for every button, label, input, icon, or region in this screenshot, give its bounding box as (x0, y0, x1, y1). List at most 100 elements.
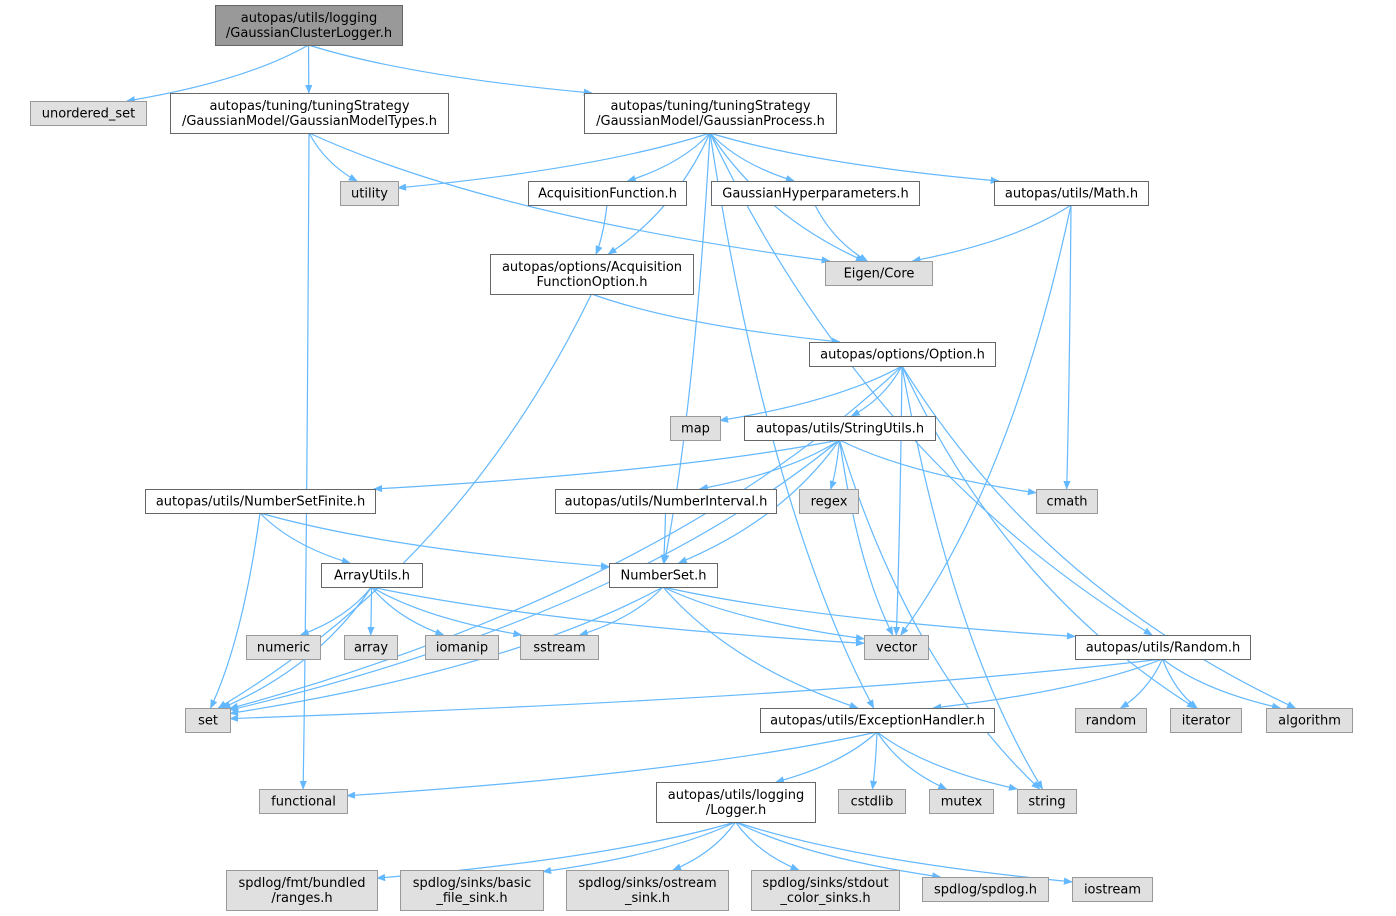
edge-strutils-to-cmath (839, 439, 1037, 496)
edge-numberset-to-exc (662, 586, 859, 709)
edge-numberset-to-vector (662, 586, 865, 642)
node-acqf[interactable]: AcquisitionFunction.h (528, 181, 687, 206)
node-label: autopas/options/Option.h (820, 348, 985, 363)
edge-gp-to-ghp (709, 132, 795, 183)
edge-numberset-to-random_h (662, 586, 1076, 640)
edge-gp-to-utility (397, 132, 711, 191)
edge-exc-to-logger (775, 731, 878, 784)
node-unordered_set: unordered_set (30, 101, 147, 126)
edge-logger-to-iostream (735, 821, 1073, 885)
node-set: set (185, 708, 231, 733)
node-cstdlib: cstdlib (838, 789, 906, 814)
node-label: sstream (533, 641, 585, 656)
node-label: autopas/utils/logging (241, 11, 378, 26)
edge-option-to-vector (892, 365, 903, 636)
node-label: array (354, 641, 388, 656)
edge-logger-to-ostreamsink (672, 821, 736, 871)
edge-option-to-map (719, 365, 903, 423)
node-arrutils[interactable]: ArrayUtils.h (321, 563, 423, 588)
node-exc[interactable]: autopas/utils/ExceptionHandler.h (760, 708, 995, 733)
node-box (929, 789, 994, 814)
nodes-layer: autopas/utils/logging/GaussianClusterLog… (30, 5, 1353, 911)
node-box (609, 563, 718, 588)
node-box (864, 635, 929, 660)
node-label: ArrayUtils.h (334, 569, 410, 584)
node-label: iterator (1182, 714, 1231, 729)
node-box (555, 489, 777, 514)
node-label: autopas/tuning/tuningStrategy (209, 99, 409, 114)
node-label: vector (876, 641, 918, 656)
node-box (1075, 635, 1251, 660)
node-box (751, 870, 900, 911)
node-gmt[interactable]: autopas/tuning/tuningStrategy/GaussianMo… (170, 93, 449, 134)
node-gp[interactable]: autopas/tuning/tuningStrategy/GaussianMo… (584, 93, 837, 134)
node-box (226, 870, 378, 911)
edge-math-to-eigen (911, 204, 1072, 264)
node-box (340, 181, 399, 206)
edge-ninterval-to-numberset (660, 512, 668, 564)
edge-gp-to-numberset (662, 132, 711, 564)
node-nsfinite[interactable]: autopas/utils/NumberSetFinite.h (145, 489, 376, 514)
node-label: _sink.h (624, 891, 670, 906)
node-label: spdlog/sinks/basic (413, 876, 532, 891)
node-label: autopas/utils/NumberSetFinite.h (156, 495, 365, 510)
edge-random_h-to-algorithm (1162, 658, 1282, 710)
node-strutils[interactable]: autopas/utils/StringUtils.h (744, 416, 936, 441)
node-label: autopas/options/Acquisition (502, 260, 682, 275)
edge-gcl-to-unordered_set (126, 44, 309, 104)
node-gcl[interactable]: autopas/utils/logging/GaussianClusterLog… (215, 5, 403, 46)
edge-gp-to-math (709, 132, 1000, 184)
node-box (809, 342, 996, 367)
node-utility: utility (340, 181, 399, 206)
edge-arrutils-to-iomanip (371, 586, 445, 636)
node-map: map (670, 416, 721, 441)
edge-arrutils-to-array (367, 586, 375, 636)
edge-gp-to-eigen (709, 132, 865, 262)
node-ostreamsink: spdlog/sinks/ostream_sink.h (566, 870, 729, 911)
node-math[interactable]: autopas/utils/Math.h (994, 181, 1149, 206)
edge-acqopt-to-set (217, 293, 593, 709)
node-ghp[interactable]: GaussianHyperparameters.h (711, 181, 920, 206)
node-box (145, 489, 376, 514)
node-acqopt[interactable]: autopas/options/AcquisitionFunctionOptio… (490, 254, 694, 295)
node-label: Eigen/Core (844, 267, 915, 282)
edge-logger-to-stdoutsink (735, 821, 800, 871)
node-option[interactable]: autopas/options/Option.h (809, 342, 996, 367)
node-label: utility (351, 187, 388, 202)
node-box (994, 181, 1149, 206)
edge-random_h-to-exc (932, 658, 1163, 711)
node-box (1072, 877, 1153, 902)
node-numberset[interactable]: NumberSet.h (609, 563, 718, 588)
node-array: array (344, 635, 398, 660)
node-stdoutsink: spdlog/sinks/stdout_color_sinks.h (751, 870, 900, 911)
edge-nsfinite-to-set (210, 512, 261, 709)
node-label: autopas/utils/NumberInterval.h (565, 495, 768, 510)
node-functional: functional (259, 789, 348, 814)
edge-gcl-to-gp (308, 44, 593, 96)
node-label: autopas/utils/Math.h (1005, 187, 1138, 202)
node-box (520, 635, 599, 660)
node-label: /GaussianModel/GaussianModelTypes.h (182, 114, 437, 129)
edge-arrutils-to-vector (371, 586, 865, 647)
edge-ghp-to-eigen (814, 204, 869, 262)
edge-strutils-to-nsfinite (373, 439, 840, 493)
node-box (670, 416, 721, 441)
node-label: autopas/tuning/tuningStrategy (610, 99, 810, 114)
node-box (1266, 708, 1353, 733)
node-label: mutex (941, 795, 983, 810)
node-random_h[interactable]: autopas/utils/Random.h (1075, 635, 1251, 660)
node-box (490, 254, 694, 295)
node-logger[interactable]: autopas/utils/logging/Logger.h (656, 782, 816, 823)
node-box (744, 416, 936, 441)
node-box (711, 181, 920, 206)
node-ninterval[interactable]: autopas/utils/NumberInterval.h (555, 489, 777, 514)
node-sstream: sstream (520, 635, 599, 660)
node-label: iomanip (436, 641, 488, 656)
edge-gmt-to-eigen (308, 132, 831, 264)
node-box (344, 635, 398, 660)
node-label: /ranges.h (271, 891, 332, 906)
node-vector: vector (864, 635, 929, 660)
node-eigen: Eigen/Core (825, 261, 933, 286)
node-box (799, 489, 859, 514)
